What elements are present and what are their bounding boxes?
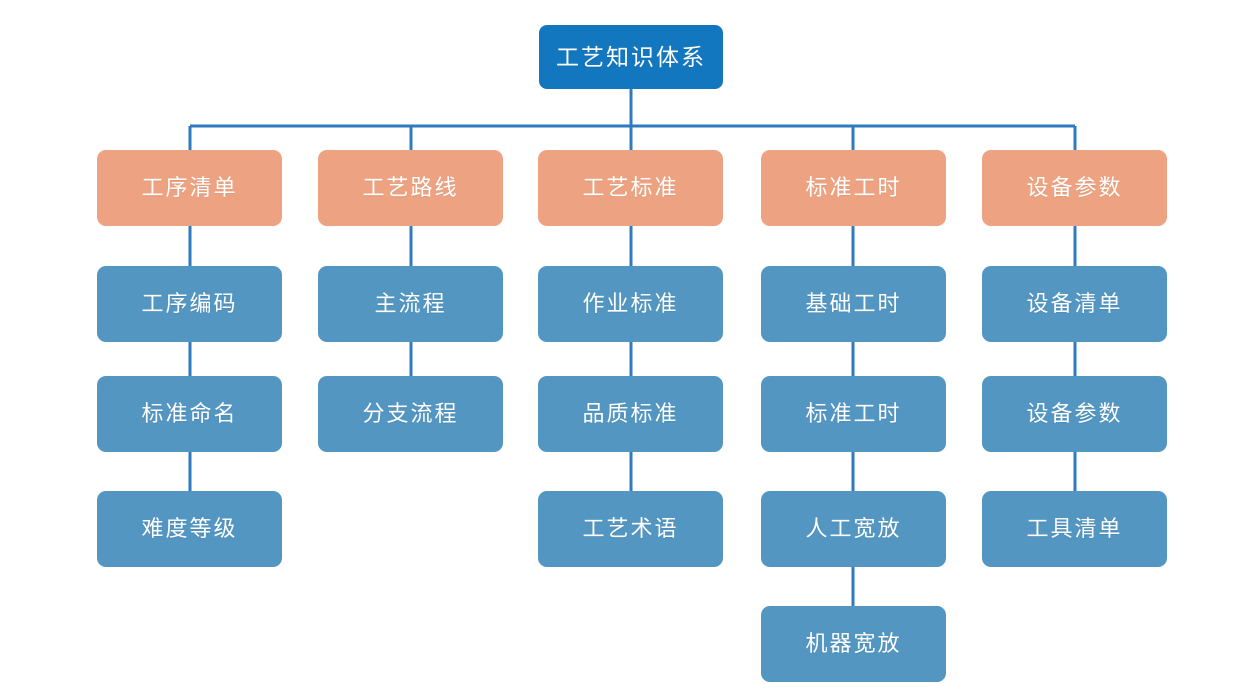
- leaf-node-2-2-label: 分支流程: [362, 401, 459, 426]
- category-node-2[interactable]: 工艺路线: [318, 150, 503, 226]
- category-node-1[interactable]: 工序清单: [97, 150, 282, 226]
- leaf-node-1-1-label: 工序编码: [141, 291, 238, 316]
- category-node-1-label: 工序清单: [141, 175, 238, 200]
- category-node-3[interactable]: 工艺标准: [538, 150, 723, 226]
- leaf-node-4-2[interactable]: 标准工时: [761, 376, 946, 452]
- leaf-node-1-3[interactable]: 难度等级: [97, 491, 282, 567]
- leaf-node-3-2-label: 品质标准: [582, 401, 679, 426]
- leaf-node-4-2-label: 标准工时: [805, 401, 902, 426]
- leaf-node-5-3-label: 工具清单: [1026, 516, 1123, 541]
- leaf-node-1-1[interactable]: 工序编码: [97, 266, 282, 342]
- category-node-3-label: 工艺标准: [582, 175, 679, 200]
- leaf-node-1-2[interactable]: 标准命名: [97, 376, 282, 452]
- category-node-2-label: 工艺路线: [362, 175, 459, 200]
- leaf-node-3-1-label: 作业标准: [582, 291, 679, 316]
- leaf-node-4-1[interactable]: 基础工时: [761, 266, 946, 342]
- root-node[interactable]: 工艺知识体系: [539, 25, 723, 89]
- leaf-node-5-1-label: 设备清单: [1026, 291, 1123, 316]
- leaf-node-3-3-label: 工艺术语: [582, 516, 679, 541]
- root-node-label: 工艺知识体系: [556, 43, 706, 70]
- leaf-node-1-3-label: 难度等级: [141, 516, 238, 541]
- category-node-5-label: 设备参数: [1026, 175, 1123, 200]
- category-node-4[interactable]: 标准工时: [761, 150, 946, 226]
- leaf-node-2-1[interactable]: 主流程: [318, 266, 503, 342]
- leaf-node-3-3[interactable]: 工艺术语: [538, 491, 723, 567]
- leaf-node-5-3[interactable]: 工具清单: [982, 491, 1167, 567]
- leaf-node-3-1[interactable]: 作业标准: [538, 266, 723, 342]
- leaf-node-2-1-label: 主流程: [374, 291, 447, 316]
- category-node-5[interactable]: 设备参数: [982, 150, 1167, 226]
- leaf-node-2-2[interactable]: 分支流程: [318, 376, 503, 452]
- leaf-node-5-1[interactable]: 设备清单: [982, 266, 1167, 342]
- category-node-4-label: 标准工时: [805, 175, 902, 200]
- leaf-node-5-2-label: 设备参数: [1026, 401, 1123, 426]
- leaf-node-4-1-label: 基础工时: [805, 291, 902, 316]
- leaf-node-5-2[interactable]: 设备参数: [982, 376, 1167, 452]
- leaf-node-4-3-label: 人工宽放: [805, 516, 902, 541]
- leaf-node-4-4-label: 机器宽放: [805, 631, 902, 656]
- leaf-node-1-2-label: 标准命名: [141, 401, 238, 426]
- leaf-node-3-2[interactable]: 品质标准: [538, 376, 723, 452]
- leaf-node-4-3[interactable]: 人工宽放: [761, 491, 946, 567]
- leaf-node-4-4[interactable]: 机器宽放: [761, 606, 946, 682]
